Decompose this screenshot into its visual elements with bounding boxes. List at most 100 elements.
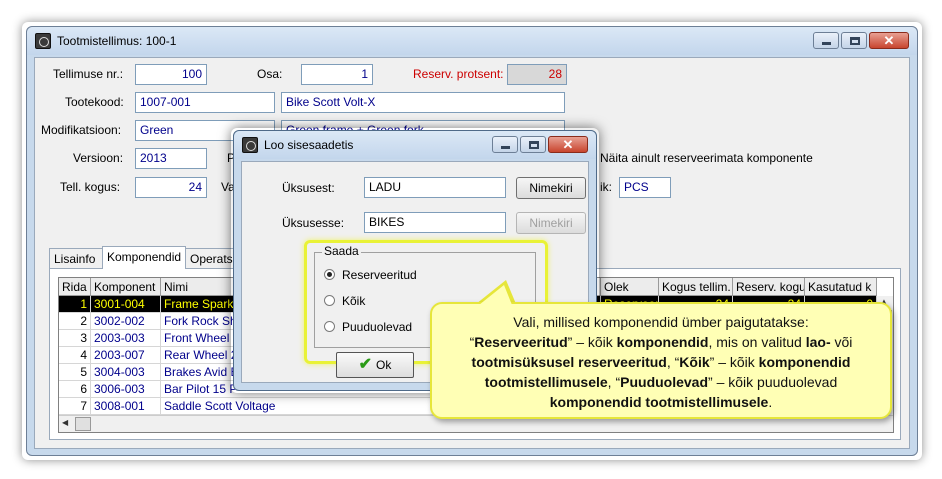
cell-komponent[interactable]: 3002-002 — [91, 313, 161, 330]
callout-line-1: Vali, millised komponendid ümber paiguta… — [444, 312, 878, 332]
callout-text: , mis on valitud — [708, 334, 806, 350]
callout-text: Reserveeritud — [474, 334, 568, 350]
callout-text: . — [768, 394, 773, 410]
product-code-field[interactable]: 1007-001 — [135, 92, 275, 113]
to-unit-field[interactable]: BIKES — [364, 212, 506, 233]
callout-text: ” – kõik — [567, 334, 617, 350]
maximize-button[interactable] — [841, 32, 867, 49]
unit-label: ik: — [600, 180, 612, 194]
close-icon: ✕ — [883, 33, 895, 48]
hscroll-thumb[interactable] — [75, 417, 91, 431]
cell-komponent[interactable]: 3004-003 — [91, 364, 161, 381]
to-unit-label: Üksusesse: — [282, 216, 345, 230]
product-name-field[interactable]: Bike Scott Volt-X — [281, 92, 565, 113]
order-no-field[interactable]: 100 — [135, 64, 207, 85]
product-code-label: Tootekood: — [65, 95, 124, 109]
dialog-app-icon — [242, 137, 258, 153]
to-list-button: Nimekiri — [516, 212, 586, 234]
cell-rida[interactable]: 5 — [59, 364, 91, 381]
radio-reserveeritud[interactable]: Reserveeritud — [324, 268, 417, 282]
tab-komponendid[interactable]: Komponendid — [102, 246, 186, 269]
radio-puuduolevad[interactable]: Puuduolevad — [324, 320, 412, 334]
tab-operatsioonid[interactable]: Operatsi — [185, 248, 247, 268]
reserv-pct-field: 28 — [507, 64, 567, 85]
callout-text: komponendid — [758, 354, 851, 370]
callout-text: “ — [469, 334, 475, 350]
radio-label: Puuduolevad — [342, 320, 413, 334]
radio-dot[interactable] — [324, 321, 335, 332]
minimize-icon — [501, 146, 510, 149]
from-unit-field[interactable]: LADU — [364, 177, 506, 198]
callout-text: , “ — [607, 374, 621, 390]
dialog-close-button[interactable]: ✕ — [548, 136, 588, 153]
send-groupbox-frame — [314, 252, 536, 348]
cell-rida[interactable]: 4 — [59, 347, 91, 364]
window-controls: ✕ — [813, 32, 909, 49]
callout-text: komponendid tootmistellimusele — [549, 394, 769, 410]
col-kogus-tellim[interactable]: Kogus tellim. — [659, 278, 733, 296]
dialog-window-controls: ✕ — [492, 136, 588, 153]
modification-label: Modifikatsioon: — [41, 123, 122, 137]
callout-text: ” – kõik puuduolevad — [708, 374, 838, 390]
col-reserv-kogus[interactable]: Reserv. kogu — [733, 278, 805, 296]
send-group-title: Saada — [322, 244, 361, 258]
col-kasutatud[interactable]: Kasutatud k — [805, 278, 877, 296]
close-icon: ✕ — [562, 137, 574, 152]
cell-rida[interactable]: 2 — [59, 313, 91, 330]
send-groupbox: Saada Reserveeritud Kõik Puuduolevad — [308, 244, 544, 362]
cell-rida[interactable]: 1 — [59, 296, 91, 313]
main-titlebar[interactable]: Tootmistellimus: 100-1 ✕ — [27, 27, 917, 55]
callout-text: tootmisüksusel reserveeritud — [471, 354, 667, 370]
callout-text: Kõik — [679, 354, 710, 370]
scroll-left-icon[interactable]: ◀ — [62, 418, 69, 427]
radio-label: Kõik — [342, 294, 366, 308]
callout-text: lao- — [805, 334, 831, 350]
callout-line-4: tootmistellimusele, “Puuduolevad” – kõik… — [444, 372, 878, 392]
cell-komponent[interactable]: 3001-004 — [91, 296, 161, 313]
callout-line-3: tootmisüksusel reserveeritud, “Kõik” – k… — [444, 352, 878, 372]
minimize-button[interactable] — [813, 32, 839, 49]
cell-rida[interactable]: 6 — [59, 381, 91, 398]
part-label: Osa: — [257, 67, 283, 81]
version-side-label: P — [227, 151, 236, 165]
ok-button[interactable]: ✔Ok — [336, 352, 414, 378]
col-olek[interactable]: Olek — [601, 278, 659, 296]
cell-rida[interactable]: 3 — [59, 330, 91, 347]
qty-label: Tell. kogus: — [60, 180, 121, 194]
radio-label: Reserveeritud — [342, 268, 417, 282]
dialog-title: Loo sisesaadetis — [264, 138, 354, 152]
help-callout: Vali, millised komponendid ümber paiguta… — [430, 302, 892, 419]
col-komponent[interactable]: Komponent — [91, 278, 161, 296]
callout-text: Vali, millised komponendid ümber paiguta… — [513, 314, 809, 330]
from-list-button[interactable]: Nimekiri — [516, 177, 586, 199]
version-field[interactable]: 2013 — [135, 148, 207, 169]
callout-text: komponendid — [616, 334, 709, 350]
part-field[interactable]: 1 — [301, 64, 373, 85]
dialog-minimize-button[interactable] — [492, 136, 518, 153]
from-unit-label: Üksusest: — [282, 181, 335, 195]
maximize-icon — [850, 37, 860, 45]
cell-komponent[interactable]: 2003-003 — [91, 330, 161, 347]
radio-dot[interactable] — [324, 269, 335, 280]
tab-lisainfo[interactable]: Lisainfo — [49, 248, 103, 268]
cell-komponent[interactable]: 2003-007 — [91, 347, 161, 364]
scroll-up-icon[interactable]: ▲ — [880, 297, 888, 306]
radio-koik[interactable]: Kõik — [324, 294, 365, 308]
cell-rida[interactable]: 7 — [59, 398, 91, 415]
callout-text: ” – kõik — [709, 354, 759, 370]
col-rida[interactable]: Rida — [59, 278, 91, 296]
close-button[interactable]: ✕ — [869, 32, 909, 49]
callout-line-2: “Reserveeritud” – kõik komponendid, mis … — [444, 332, 878, 352]
cell-komponent[interactable]: 3008-001 — [91, 398, 161, 415]
qty-field[interactable]: 24 — [135, 177, 207, 198]
minimize-icon — [822, 42, 831, 45]
radio-dot[interactable] — [324, 295, 335, 306]
unit-field[interactable]: PCS — [619, 177, 671, 198]
cell-komponent[interactable]: 3006-003 — [91, 381, 161, 398]
dialog-titlebar[interactable]: Loo sisesaadetis ✕ — [234, 131, 596, 159]
callout-text: või — [830, 334, 853, 350]
checkmark-icon: ✔ — [358, 356, 373, 373]
show-unreserved-label[interactable]: Näita ainult reserveerimata komponente — [600, 151, 813, 165]
version-label: Versioon: — [73, 151, 124, 165]
dialog-maximize-button[interactable] — [520, 136, 546, 153]
